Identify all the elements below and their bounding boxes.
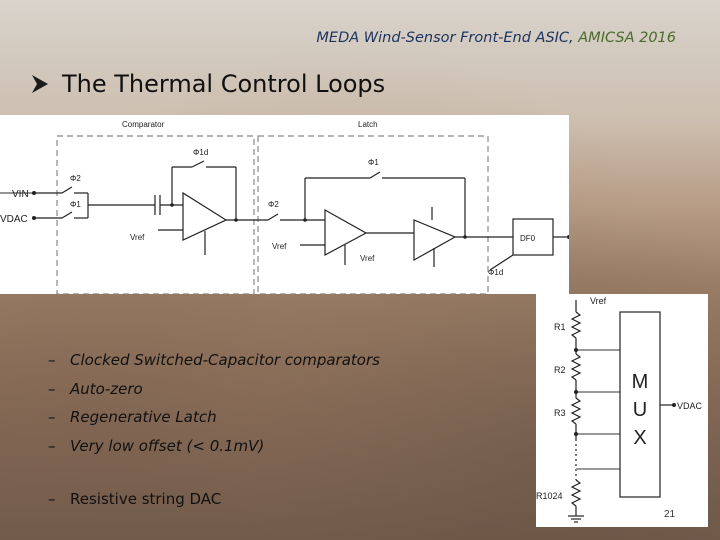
phi2-label: Φ2 [70, 174, 81, 183]
mux-m-label: M [632, 371, 649, 393]
vref1-label: Vref [130, 233, 145, 242]
r1024-label: R1024 [536, 491, 563, 501]
dff-label: DF0 [520, 234, 536, 243]
phi1-label: Φ1 [70, 200, 81, 209]
comparator-label: Comparator [122, 120, 165, 129]
vref2-label: Vref [272, 242, 287, 251]
list-item: –Regenerative Latch [48, 408, 217, 427]
vref3-label: Vref [360, 254, 375, 263]
dac-schematic: Vref R1 R2 R3 R1024 M U X VDAC [536, 294, 708, 527]
dac-vref-label: Vref [590, 296, 607, 306]
latch-label: Latch [358, 120, 378, 129]
list-item: –Auto-zero [48, 379, 143, 398]
arrow-bullet-icon [30, 72, 50, 96]
bullet-list: –Clocked Switched-Capacitor comparators … [48, 346, 380, 460]
slide-title-text: The Thermal Control Loops [62, 70, 386, 98]
mux-x-label: X [633, 427, 646, 449]
header-title-main: MEDA Wind-Sensor Front-End ASIC, [316, 30, 579, 46]
vin-label: VIN [12, 189, 29, 200]
r2-label: R2 [554, 365, 566, 375]
list-item: –Clocked Switched-Capacitor comparators [48, 351, 380, 370]
phi1d-label: Φ1d [193, 148, 208, 157]
phi2-latch-label: Φ2 [268, 200, 279, 209]
r1-label: R1 [554, 322, 566, 332]
dac-bullet: – Resistive string DAC [48, 490, 222, 508]
header-title-conference: AMICSA 2016 [578, 30, 676, 46]
list-item: –Very low offset (< 0.1mV) [48, 436, 265, 455]
comparator-schematic: Comparator Latch VIN VDAC Φ2 Φ1 Φ1d Φ2 Φ… [0, 115, 571, 295]
dac-vdac-label: VDAC [677, 401, 703, 411]
dac-bullet-text: Resistive string DAC [70, 490, 222, 508]
slide-title: The Thermal Control Loops [30, 70, 385, 98]
phi1-latch-label: Φ1 [368, 158, 379, 167]
phi1d-dff-label: Φ1d [488, 268, 503, 277]
vdac-label: VDAC [0, 214, 28, 225]
page-number: 21 [664, 509, 676, 520]
header-title: MEDA Wind-Sensor Front-End ASIC, AMICSA … [0, 30, 676, 46]
mux-u-label: U [633, 399, 647, 421]
r3-label: R3 [554, 408, 566, 418]
